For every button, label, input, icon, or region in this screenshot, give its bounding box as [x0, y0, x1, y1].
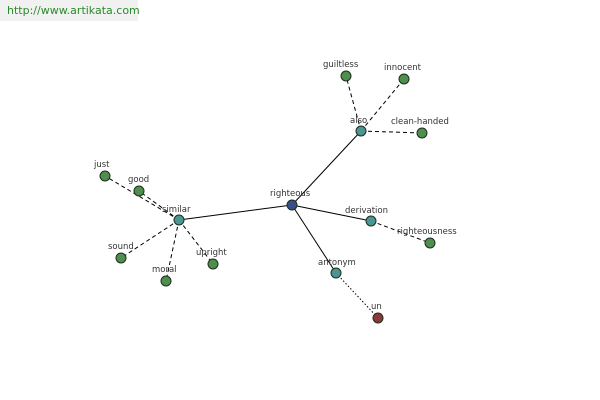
- node-similar[interactable]: [173, 214, 185, 226]
- graph-labels: righteous similar just good sound moral uprigh…: [93, 60, 457, 312]
- edge-derivation-righteousness: [370, 220, 431, 244]
- graph-nodes: [99, 70, 436, 324]
- node-label-righteous: righteous: [270, 189, 311, 199]
- node-moral[interactable]: [160, 275, 172, 287]
- edge-also-guiltless: [345, 75, 362, 132]
- node-upright[interactable]: [207, 258, 219, 270]
- node-label-derivation: derivation: [345, 206, 388, 216]
- edge-also-innocent: [360, 78, 405, 132]
- node-guiltless[interactable]: [340, 70, 352, 82]
- node-righteous[interactable]: [286, 199, 298, 211]
- edge-similar-good: [138, 190, 180, 221]
- edge-similar-sound: [120, 219, 180, 259]
- edge-righteous-also: [291, 130, 362, 206]
- node-label-innocent: innocent: [384, 63, 422, 73]
- edge-righteous-similar: [178, 204, 293, 221]
- graph-edges: [104, 75, 431, 319]
- edge-righteous-antonym: [291, 204, 337, 274]
- node-just[interactable]: [99, 170, 111, 182]
- node-antonym[interactable]: [330, 267, 342, 279]
- node-label-moral: moral: [152, 265, 177, 275]
- node-label-upright: upright: [196, 248, 227, 258]
- node-label-just: just: [93, 160, 110, 170]
- node-innocent[interactable]: [398, 73, 410, 85]
- edge-righteous-derivation: [291, 204, 372, 222]
- node-derivation[interactable]: [365, 215, 377, 227]
- node-label-un: un: [371, 302, 382, 312]
- node-label-sound: sound: [108, 242, 134, 252]
- node-good[interactable]: [133, 185, 145, 197]
- node-label-guiltless: guiltless: [323, 60, 359, 70]
- edge-similar-upright: [178, 219, 214, 265]
- edge-similar-moral: [165, 219, 180, 282]
- node-sound[interactable]: [115, 252, 127, 264]
- edge-also-clean-handed: [360, 130, 423, 134]
- site-url-link[interactable]: http://www.artikata.com: [7, 4, 140, 17]
- node-also[interactable]: [355, 125, 367, 137]
- site-banner: http://www.artikata.com: [0, 0, 140, 21]
- node-clean-handed[interactable]: [416, 127, 428, 139]
- node-label-also: also: [350, 116, 367, 126]
- node-righteousness[interactable]: [424, 237, 436, 249]
- node-label-good: good: [128, 175, 149, 185]
- edge-similar-just: [104, 175, 180, 221]
- node-label-antonym: antonym: [318, 258, 356, 268]
- node-label-clean-handed: clean-handed: [391, 117, 449, 127]
- node-un[interactable]: [372, 312, 384, 324]
- node-label-similar: similar: [162, 205, 191, 215]
- node-label-righteousness: righteousness: [397, 227, 457, 237]
